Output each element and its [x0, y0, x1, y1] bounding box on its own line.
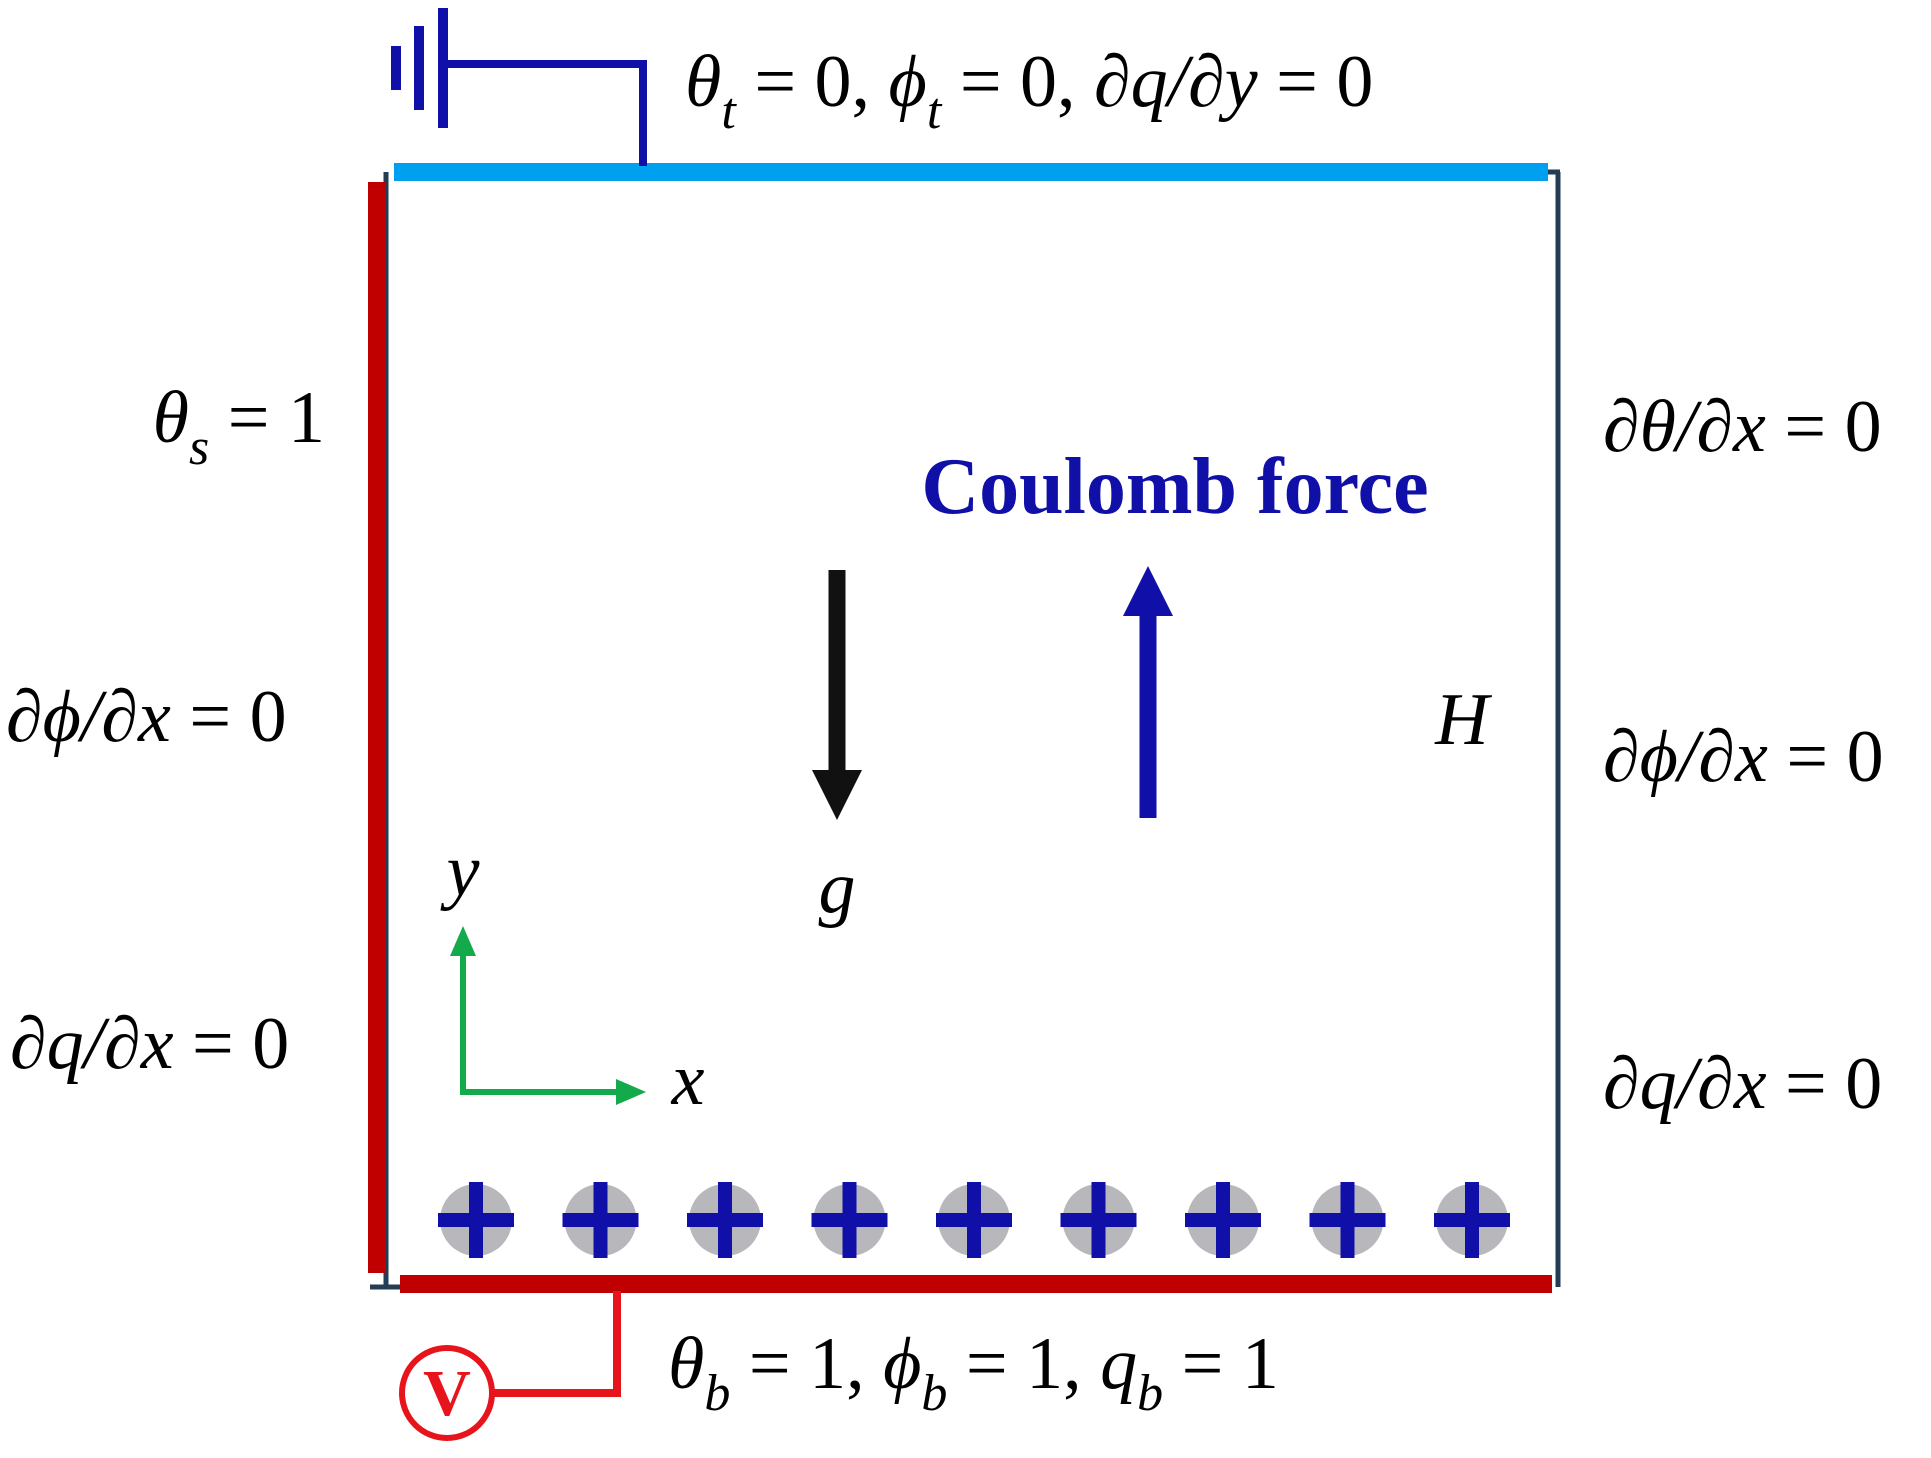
- cavity: [368, 163, 1561, 1293]
- gravity-arrow-icon: [812, 570, 862, 820]
- x-axis-arrow-icon: [460, 1079, 646, 1105]
- positive-charge-icon: [811, 1182, 888, 1258]
- height-label: H: [1434, 679, 1492, 761]
- coulomb-force-annotation: Coulomb force: [921, 443, 1429, 818]
- voltage-connection: V: [399, 1291, 621, 1441]
- positive-charge-icon: [1060, 1182, 1137, 1258]
- positive-charge-icon: [1185, 1182, 1261, 1258]
- x-axis-label: x: [671, 1039, 705, 1121]
- positive-charge-icon: [438, 1182, 514, 1258]
- positive-charge-row: [438, 1182, 1510, 1258]
- gravity-annotation: g: [812, 570, 862, 929]
- left-bc-phi: ∂ϕ/∂x = 0: [6, 676, 287, 758]
- voltage-label: V: [423, 1357, 471, 1430]
- positive-charge-icon: [936, 1182, 1012, 1258]
- left-bc-q: ∂q/∂x = 0: [10, 1003, 289, 1085]
- coordinate-axes: y x: [440, 830, 705, 1121]
- ground-connection: [391, 8, 647, 166]
- bottom-boundary-condition: θb = 1, ϕb = 1, qb = 1: [668, 1323, 1279, 1422]
- coulomb-force-arrow-icon: [1123, 566, 1173, 818]
- right-bc-phi: ∂ϕ/∂x = 0: [1603, 716, 1884, 798]
- y-axis-arrow-icon: [450, 926, 476, 1092]
- y-axis-label: y: [440, 830, 480, 912]
- right-bc-theta: ∂θ/∂x = 0: [1603, 386, 1882, 468]
- right-boundary-conditions: ∂θ/∂x = 0 ∂ϕ/∂x = 0 ∂q/∂x = 0: [1603, 386, 1884, 1125]
- right-bc-q: ∂q/∂x = 0: [1603, 1043, 1882, 1125]
- left-bc-theta: θs = 1: [153, 377, 325, 476]
- positive-charge-icon: [687, 1182, 763, 1258]
- voltage-wire: [494, 1291, 621, 1397]
- left-boundary-conditions: θs = 1 ∂ϕ/∂x = 0 ∂q/∂x = 0: [6, 377, 325, 1085]
- positive-charge-icon: [562, 1182, 639, 1258]
- positive-charge-icon: [1309, 1182, 1386, 1258]
- ground-symbol-icon: [391, 8, 448, 128]
- positive-charge-icon: [1434, 1182, 1510, 1258]
- coulomb-force-label: Coulomb force: [921, 443, 1428, 531]
- voltage-source-icon: V: [399, 1345, 495, 1441]
- gravity-label: g: [819, 847, 856, 929]
- ground-wire: [443, 60, 647, 166]
- top-boundary-condition: θt = 0, ϕt = 0, ∂q/∂y = 0: [685, 41, 1373, 140]
